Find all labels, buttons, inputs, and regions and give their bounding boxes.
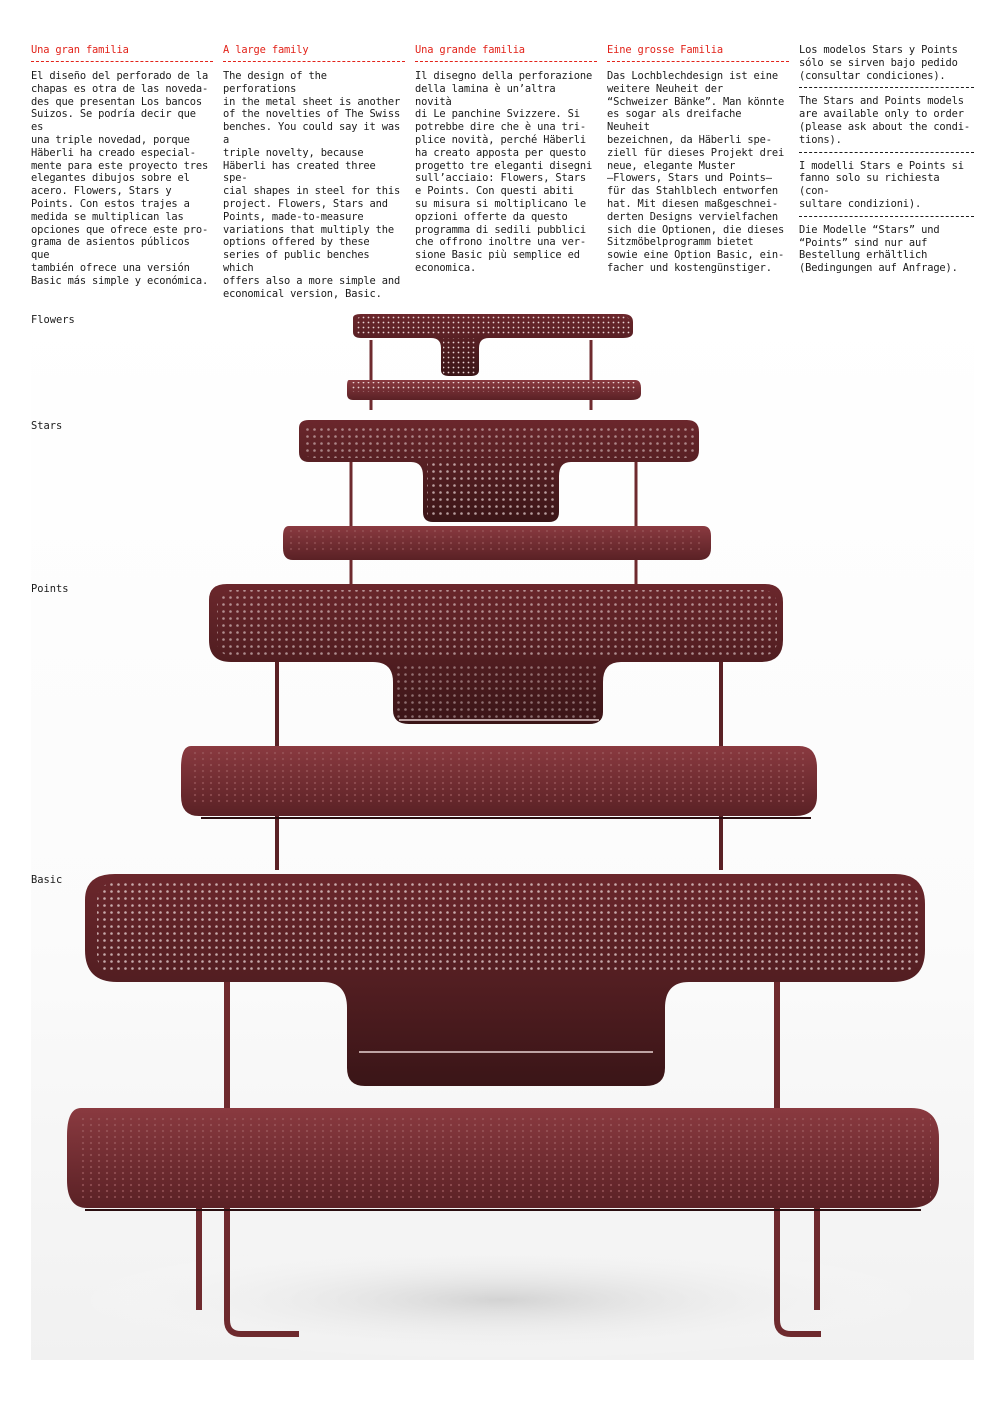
divider	[607, 61, 789, 62]
divider	[415, 61, 597, 62]
bench-points	[181, 584, 817, 870]
column-german: Eine grosse Familia Das Lochblechdesign …	[607, 44, 789, 275]
label-basic: Basic	[31, 874, 63, 886]
column-body: Das Lochblechdesign ist eine weitere Neu…	[607, 70, 785, 274]
column-heading: Eine grosse Familia	[607, 44, 724, 56]
note-german: Die Modelle “Stars” und “Points” sind nu…	[799, 223, 958, 275]
note-italian: I modelli Stars e Points si fanno solo s…	[799, 159, 964, 210]
divider	[223, 61, 405, 62]
divider	[799, 87, 974, 89]
note-spanish: Los modelos Stars y Points sólo se sirve…	[799, 44, 958, 82]
bench-photo	[31, 300, 974, 1360]
label-stars: Stars	[31, 420, 63, 432]
bench-stars	[283, 420, 711, 590]
divider	[31, 61, 213, 62]
divider	[799, 215, 974, 217]
column-english: A large family The design of the perfora…	[223, 44, 405, 300]
column-heading: Una gran familia	[31, 44, 129, 56]
bench-flowers	[347, 314, 641, 410]
column-heading: A large family	[223, 44, 309, 56]
note-english: The Stars and Points models are availabl…	[799, 95, 970, 146]
label-flowers: Flowers	[31, 314, 75, 326]
column-body: Il disegno della perforazione della lami…	[415, 70, 593, 274]
column-body: The design of the perforations in the me…	[223, 70, 401, 300]
benches-illustration	[67, 314, 939, 1360]
column-notes: Los modelos Stars y Points sólo se sirve…	[799, 44, 974, 275]
column-body: El diseño del perforado de la chapas es …	[31, 70, 209, 287]
column-spanish: Una gran familia El diseño del perforado…	[31, 44, 213, 288]
divider	[799, 151, 974, 153]
column-italian: Una grande familia Il disegno della perf…	[415, 44, 597, 275]
bench-basic	[67, 874, 939, 1337]
label-points: Points	[31, 583, 69, 595]
column-heading: Una grande familia	[415, 44, 525, 56]
